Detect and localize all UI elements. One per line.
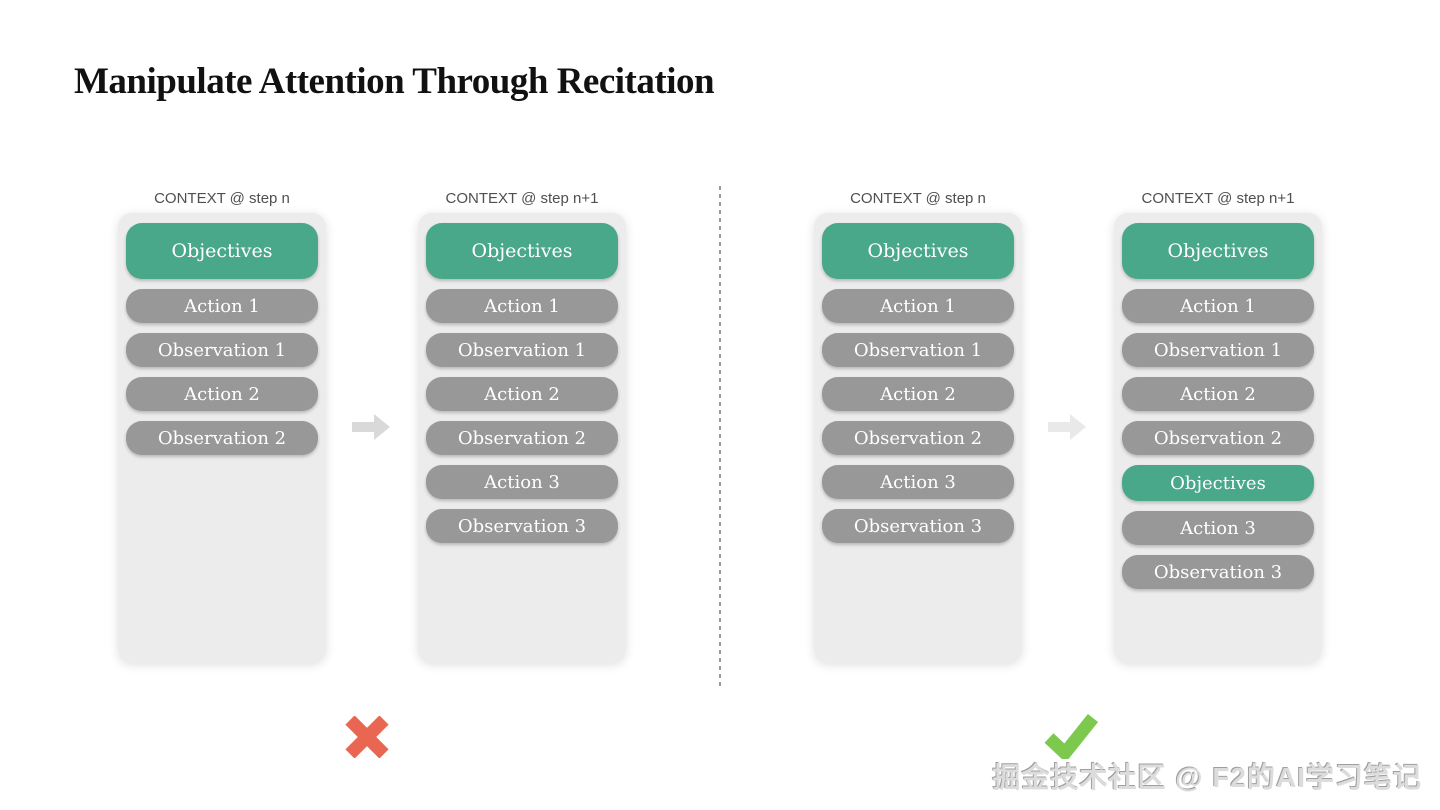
context-block-action-1: Action 1 <box>126 289 318 323</box>
context-block-observation-2: Observation 2 <box>822 421 1014 455</box>
context-block-observation-1: Observation 1 <box>1122 333 1314 367</box>
context-block-objectives: Objectives <box>1122 465 1314 501</box>
context-block-objectives: Objectives <box>426 223 618 279</box>
page-title: Manipulate Attention Through Recitation <box>74 61 715 102</box>
context-block-action-1: Action 1 <box>1122 289 1314 323</box>
right-arrow-icon <box>1048 412 1088 442</box>
right-arrow-icon <box>352 412 392 442</box>
context-block-observation-3: Observation 3 <box>1122 555 1314 589</box>
context-block-action-1: Action 1 <box>426 289 618 323</box>
context-block-observation-1: Observation 1 <box>822 333 1014 367</box>
panel-header-step-n1: CONTEXT @ step n+1 <box>445 190 599 207</box>
context-block-objectives: Objectives <box>1122 223 1314 279</box>
context-block-action-1: Action 1 <box>822 289 1014 323</box>
watermark: 掘金技术社区 @ F2的AI学习笔记 <box>992 762 1422 793</box>
check-icon <box>1043 713 1099 759</box>
context-block-observation-2: Observation 2 <box>426 421 618 455</box>
context-block-observation-2: Observation 2 <box>1122 421 1314 455</box>
context-block-observation-3: Observation 3 <box>822 509 1014 543</box>
context-block-observation-1: Observation 1 <box>126 333 318 367</box>
panel-header-step-n: CONTEXT @ step n <box>154 190 290 207</box>
context-block-action-2: Action 2 <box>426 377 618 411</box>
context-block-observation-2: Observation 2 <box>126 421 318 455</box>
panel-header-step-n1-right: CONTEXT @ step n+1 <box>1141 190 1295 207</box>
context-block-action-2: Action 2 <box>822 377 1014 411</box>
cross-icon <box>344 716 390 758</box>
panel-header-step-n-right: CONTEXT @ step n <box>850 190 986 207</box>
vertical-dotted-divider <box>719 186 721 689</box>
context-block-objectives: Objectives <box>822 223 1014 279</box>
context-block-action-2: Action 2 <box>126 377 318 411</box>
context-block-objectives: Objectives <box>126 223 318 279</box>
context-block-action-3: Action 3 <box>1122 511 1314 545</box>
context-block-action-2: Action 2 <box>1122 377 1314 411</box>
context-block-action-3: Action 3 <box>426 465 618 499</box>
context-block-action-3: Action 3 <box>822 465 1014 499</box>
context-block-observation-3: Observation 3 <box>426 509 618 543</box>
context-block-observation-1: Observation 1 <box>426 333 618 367</box>
